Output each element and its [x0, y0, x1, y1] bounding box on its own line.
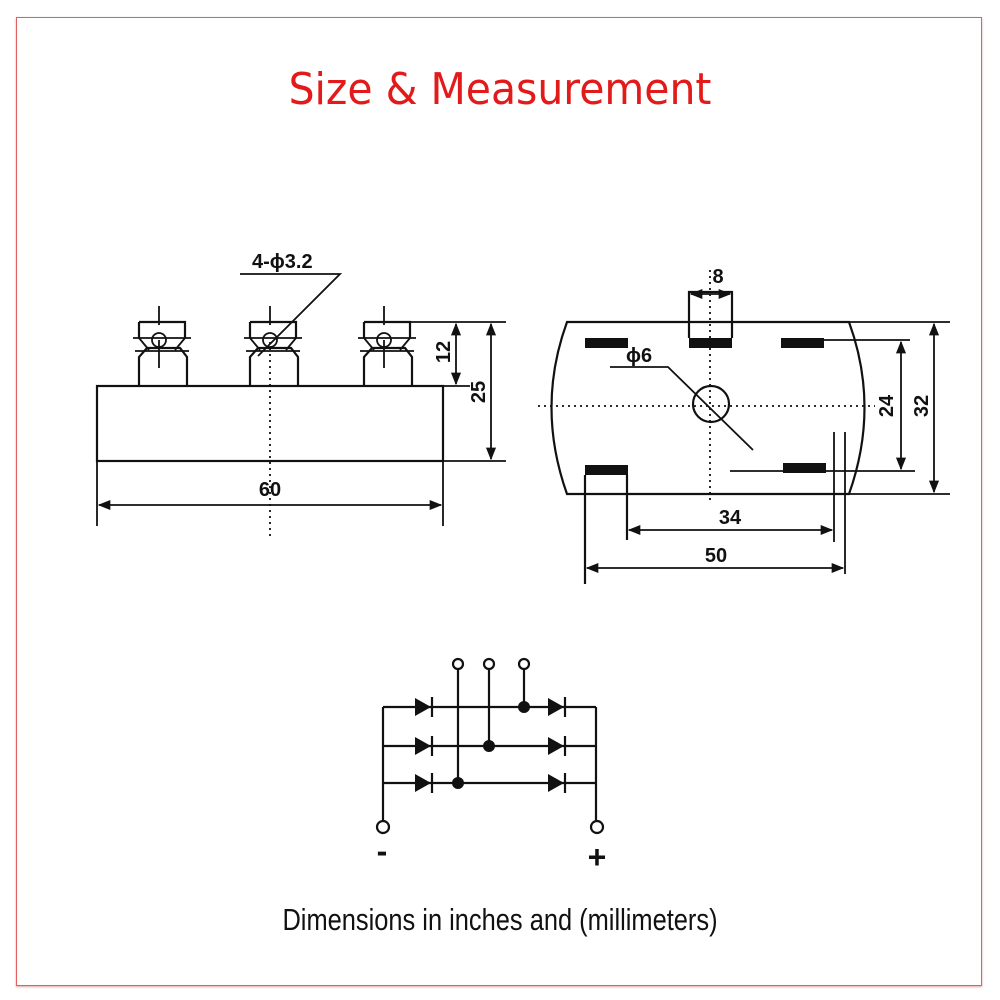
pin-spacing-label: 34 [719, 507, 742, 529]
tab-width-label: 8 [712, 266, 723, 288]
ac-terminal-1 [451, 657, 465, 671]
hole-leader [240, 273, 343, 357]
page-title: Size & Measurement [288, 64, 712, 115]
diode-icon [548, 736, 567, 756]
diode-icon [548, 697, 567, 717]
terminal-height-label: 12 [433, 341, 455, 363]
pad [781, 338, 824, 348]
diode-icon [415, 773, 434, 793]
terminal-3 [358, 306, 416, 386]
pad [585, 338, 628, 348]
top-view: 8 ϕ6 24 32 34 50 [538, 266, 950, 584]
terminal-1 [133, 306, 191, 386]
body-width-label: 50 [705, 545, 727, 567]
negative-label: - [377, 833, 388, 869]
positive-label: + [588, 839, 607, 875]
width-label: 60 [259, 479, 281, 501]
terminal-2 [244, 306, 302, 386]
center-hole-label: ϕ6 [626, 345, 652, 367]
negative-terminal [375, 819, 391, 835]
pin-span-label: 24 [876, 394, 898, 417]
hole-label: 4-ϕ3.2 [252, 251, 313, 273]
bridge-schematic: - + [375, 657, 607, 875]
diode-icon [415, 736, 434, 756]
diode-icon [415, 697, 434, 717]
center-hole [691, 384, 731, 424]
body-height-label: 32 [911, 395, 933, 417]
total-height-label: 25 [468, 381, 490, 403]
pad [585, 465, 628, 475]
border-frame [16, 17, 982, 986]
ac-terminal-3 [517, 657, 531, 671]
positive-terminal [589, 819, 605, 835]
ac-terminal-2 [482, 657, 496, 671]
diode-icon [548, 773, 567, 793]
side-view: 4-ϕ3.2 60 12 25 [95, 251, 506, 536]
dimensions-caption: Dimensions in inches and (millimeters) [282, 902, 718, 937]
pad [783, 463, 826, 473]
